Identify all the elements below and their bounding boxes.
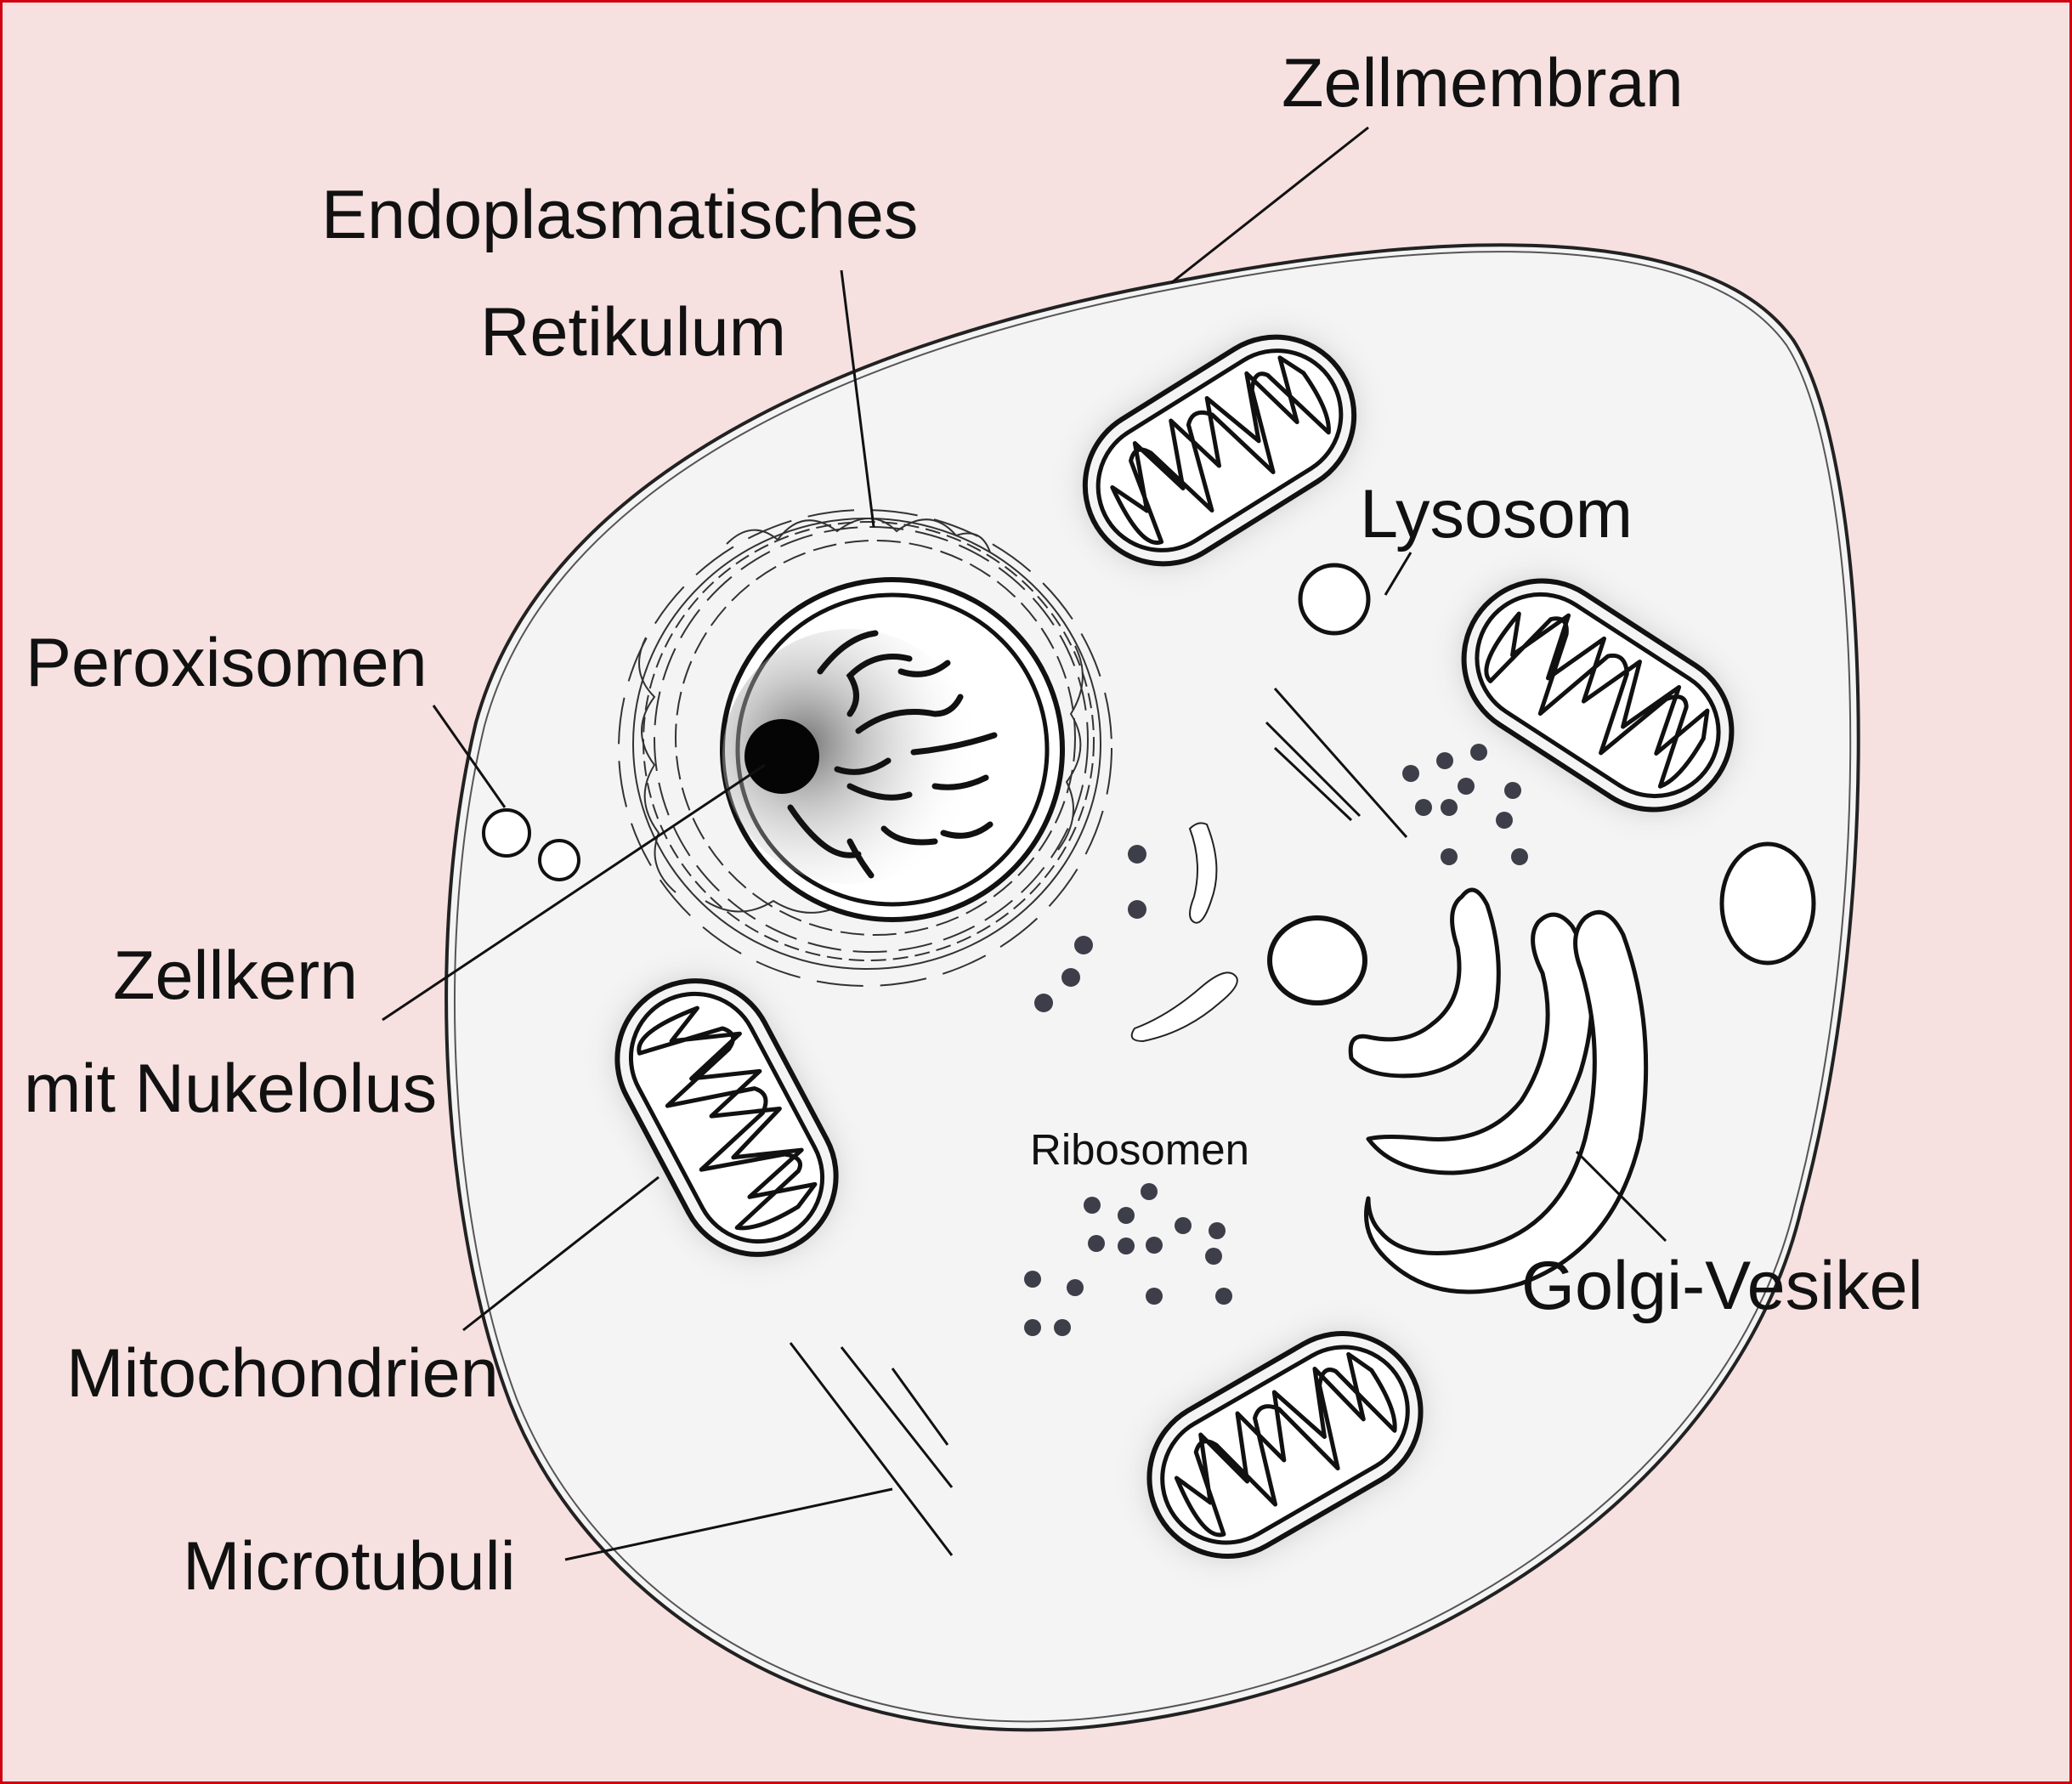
ribosome — [1146, 1288, 1163, 1305]
leader-zellkern — [382, 763, 766, 1022]
leader-er — [840, 269, 875, 528]
ribosome — [1128, 845, 1146, 864]
peroxisome — [538, 839, 580, 881]
er-fragments — [1130, 822, 1238, 1043]
ribosome — [1402, 765, 1419, 782]
ribosome — [1205, 1248, 1222, 1265]
leader-golgi — [1575, 1150, 1667, 1243]
label-zellkern-line2: mit Nukelolus — [24, 1051, 437, 1127]
cell-membrane-inner — [454, 251, 1852, 1723]
ribosome — [1074, 936, 1093, 954]
ribosome — [1118, 1237, 1135, 1254]
label-microtubuli: Microtubuli — [183, 1528, 516, 1605]
label-er-line1: Endoplasmatisches — [321, 177, 918, 253]
ribosome — [1496, 812, 1513, 829]
golgi-apparatus — [1348, 887, 1649, 1294]
ribosome — [1470, 744, 1487, 761]
mitochondrion-left — [590, 954, 863, 1283]
leader-peroxisomen — [432, 705, 507, 808]
ribosome — [1024, 1319, 1041, 1336]
label-zellmembran: Zellmembran — [1282, 45, 1684, 122]
ribosome — [1209, 1222, 1226, 1239]
nucleolus — [744, 719, 819, 794]
ribosome — [1118, 1207, 1135, 1224]
ribosome — [1458, 778, 1475, 795]
ribosome — [1088, 1235, 1105, 1252]
vesicle-right — [1719, 841, 1816, 966]
ribosome — [1441, 799, 1458, 816]
ribosome — [1128, 900, 1146, 919]
vesicle — [1267, 915, 1367, 1005]
ribosome — [1436, 752, 1453, 769]
label-mitochondrien: Mitochondrien — [66, 1335, 499, 1412]
label-golgi: Golgi-Vesikel — [1521, 1248, 1923, 1324]
ribosome — [1215, 1288, 1232, 1305]
chromatin — [787, 630, 998, 879]
nucleus — [720, 577, 1065, 922]
ribosome — [1441, 848, 1458, 865]
ribosome — [1054, 1319, 1071, 1336]
mitochondrion-top — [1056, 308, 1384, 593]
ribosome — [1034, 994, 1053, 1012]
leader-lysosom — [1384, 552, 1412, 596]
ribosome — [1084, 1197, 1101, 1214]
ribosome — [1024, 1271, 1041, 1288]
mitochondrion-right — [1434, 551, 1761, 839]
microtubules — [789, 688, 1408, 1556]
leader-lines — [382, 126, 1667, 1561]
mitochondrion-bottom — [1121, 1305, 1449, 1584]
ribosome — [1146, 1237, 1163, 1254]
leader-microtubuli — [564, 1487, 893, 1561]
ribosomes — [1024, 744, 1528, 1336]
leader-mitochondrien — [462, 1175, 660, 1332]
ribosome — [1504, 782, 1521, 799]
label-peroxisomen: Peroxisomen — [25, 625, 427, 701]
ribosome — [1141, 1183, 1158, 1200]
ribosome — [1061, 968, 1080, 987]
leader-zellmembran — [1170, 126, 1369, 285]
label-lysosom: Lysosom — [1360, 476, 1633, 552]
label-er-line2: Retikulum — [480, 294, 786, 371]
peroxisome — [482, 808, 531, 858]
label-zellkern-line1: Zellkern — [113, 937, 358, 1014]
lysosome — [1298, 563, 1371, 636]
label-ribosomen: Ribosomen — [1030, 1125, 1249, 1174]
ribosome — [1415, 799, 1432, 816]
ribosome — [1511, 848, 1528, 865]
ribosome — [1175, 1217, 1192, 1234]
ribosome — [1067, 1279, 1084, 1296]
